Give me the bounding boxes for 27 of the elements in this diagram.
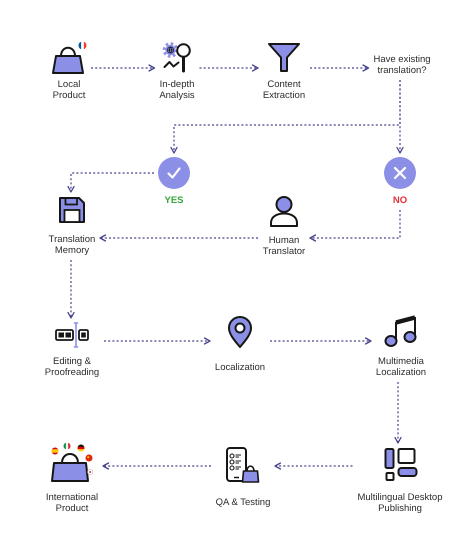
step-label: Localization (214, 362, 266, 373)
arrow (67, 172, 154, 193)
arrow (67, 260, 75, 319)
arrow (102, 462, 211, 470)
step-label: Content Extraction (262, 79, 306, 101)
arrow (396, 80, 404, 154)
arrow (91, 64, 156, 72)
arrow (310, 64, 370, 72)
step-label: International Product (45, 492, 99, 514)
step-label: Multimedia Localization (375, 356, 427, 378)
arrow (309, 210, 401, 242)
arrow (274, 462, 352, 470)
arrow (99, 234, 258, 242)
step-label: Human Translator (262, 235, 306, 257)
arrow (104, 337, 211, 345)
step-label: In-depth Analysis (158, 79, 196, 101)
arrow (200, 64, 259, 72)
arrow (394, 382, 402, 444)
step-label: Local Product (52, 79, 86, 101)
answer-label: YES (164, 195, 184, 206)
arrow (270, 337, 372, 345)
step-label: Translation Memory (48, 234, 96, 256)
step-label: Multilingual Desktop Publishing (356, 492, 444, 514)
answer-label: NO (392, 195, 408, 206)
step-label: QA & Testing (215, 497, 271, 508)
step-label: Editing & Proofreading (44, 356, 100, 378)
decision-label: Have existing translation? (372, 54, 432, 76)
